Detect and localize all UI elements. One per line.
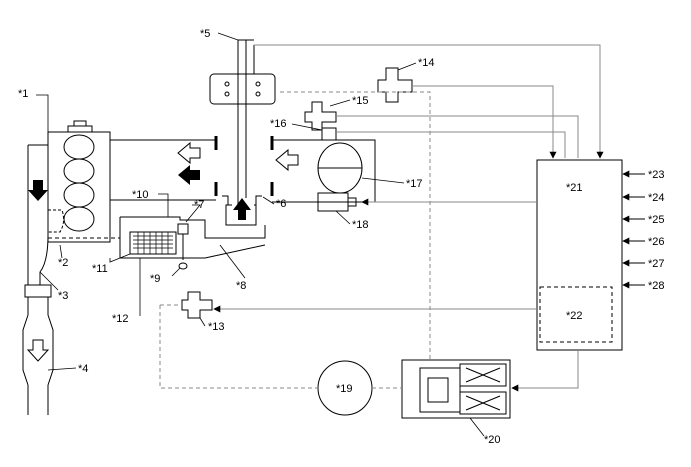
sensor-13 [181, 291, 213, 319]
label-23: *23 [648, 169, 665, 181]
label-7: *7 [194, 199, 204, 211]
label-16: *16 [270, 118, 287, 130]
egr-valve [209, 39, 276, 226]
label-9: *9 [150, 273, 160, 285]
label-12: *12 [112, 313, 129, 325]
label-25: *25 [648, 214, 665, 226]
label-26: *26 [648, 236, 665, 248]
labels: *1 *2 *3 *4 *5 *6 *7 *8 *9 *10 *11 *12 *… [18, 28, 665, 446]
vsv-20 [401, 359, 511, 419]
vacuum-lines [159, 91, 431, 389]
label-20: *20 [484, 434, 501, 446]
label-27: *27 [648, 258, 665, 270]
label-17: *17 [406, 178, 423, 190]
signal-lines [213, 44, 604, 392]
ecu-sub-22 [539, 286, 613, 343]
label-13: *13 [208, 321, 225, 333]
leader-lines [36, 32, 485, 437]
label-3: *3 [58, 290, 68, 302]
flow-arrows [26, 141, 299, 362]
label-22: *22 [566, 310, 583, 322]
catalytic-converter [22, 314, 54, 386]
label-19: *19 [336, 383, 353, 395]
label-21: *21 [566, 182, 583, 194]
label-15: *15 [352, 95, 369, 107]
label-4: *4 [78, 363, 88, 375]
label-2: *2 [58, 257, 68, 269]
label-18: *18 [352, 219, 369, 231]
sensor-15 [304, 101, 337, 131]
egr-cooler [119, 216, 266, 270]
sensor-14 [377, 67, 413, 103]
label-1: *1 [18, 88, 28, 100]
label-6: *6 [276, 198, 286, 210]
engine-block [47, 120, 111, 243]
label-11: *11 [92, 263, 108, 275]
label-28: *28 [648, 280, 665, 292]
label-14: *14 [418, 57, 435, 69]
label-5: *5 [200, 28, 210, 40]
ecu-21 [536, 159, 623, 351]
label-8: *8 [236, 280, 246, 292]
label-24: *24 [648, 192, 665, 204]
label-10: *10 [132, 189, 149, 201]
sensor-16 [321, 127, 337, 141]
ecu-input-arrows [622, 170, 645, 289]
